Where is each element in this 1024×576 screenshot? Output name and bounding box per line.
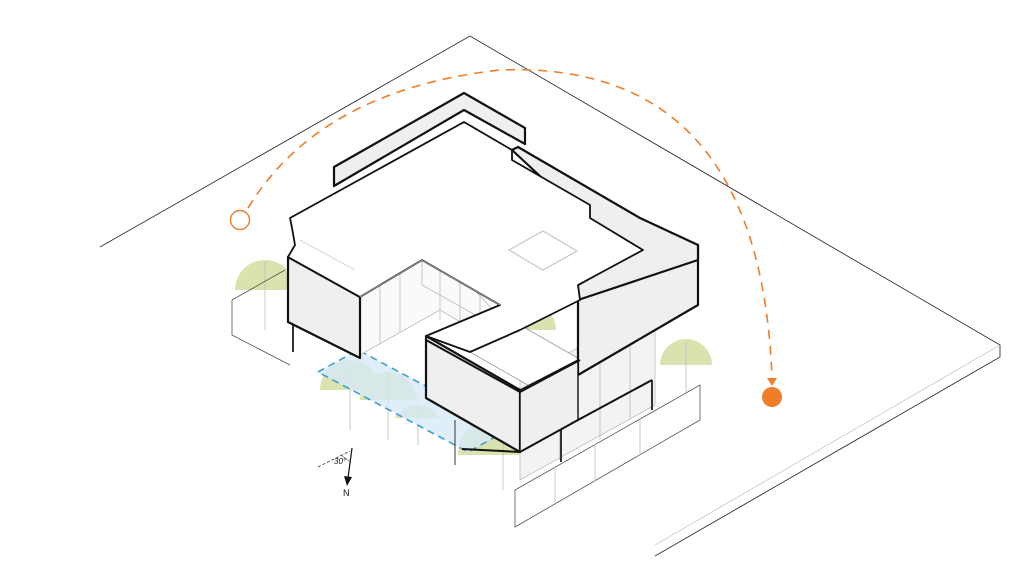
- north-arrow: [317, 447, 353, 486]
- site-boundary: [99, 35, 1001, 557]
- north-arrow-icon: [344, 476, 352, 486]
- north-label: N: [343, 488, 350, 498]
- ground-walls: [231, 269, 701, 528]
- sunrise-icon: [229, 209, 251, 231]
- roof: [287, 121, 644, 353]
- pool: [316, 349, 510, 453]
- upper-walls: [286, 243, 700, 454]
- sun-path: [229, 68, 782, 407]
- sun-arrow-icon: [767, 378, 777, 386]
- columns: [292, 325, 653, 465]
- skylight-icon: [507, 230, 579, 271]
- slab-edge: [425, 336, 653, 454]
- sunset-icon: [762, 387, 782, 407]
- angle-label: 30°: [334, 457, 347, 466]
